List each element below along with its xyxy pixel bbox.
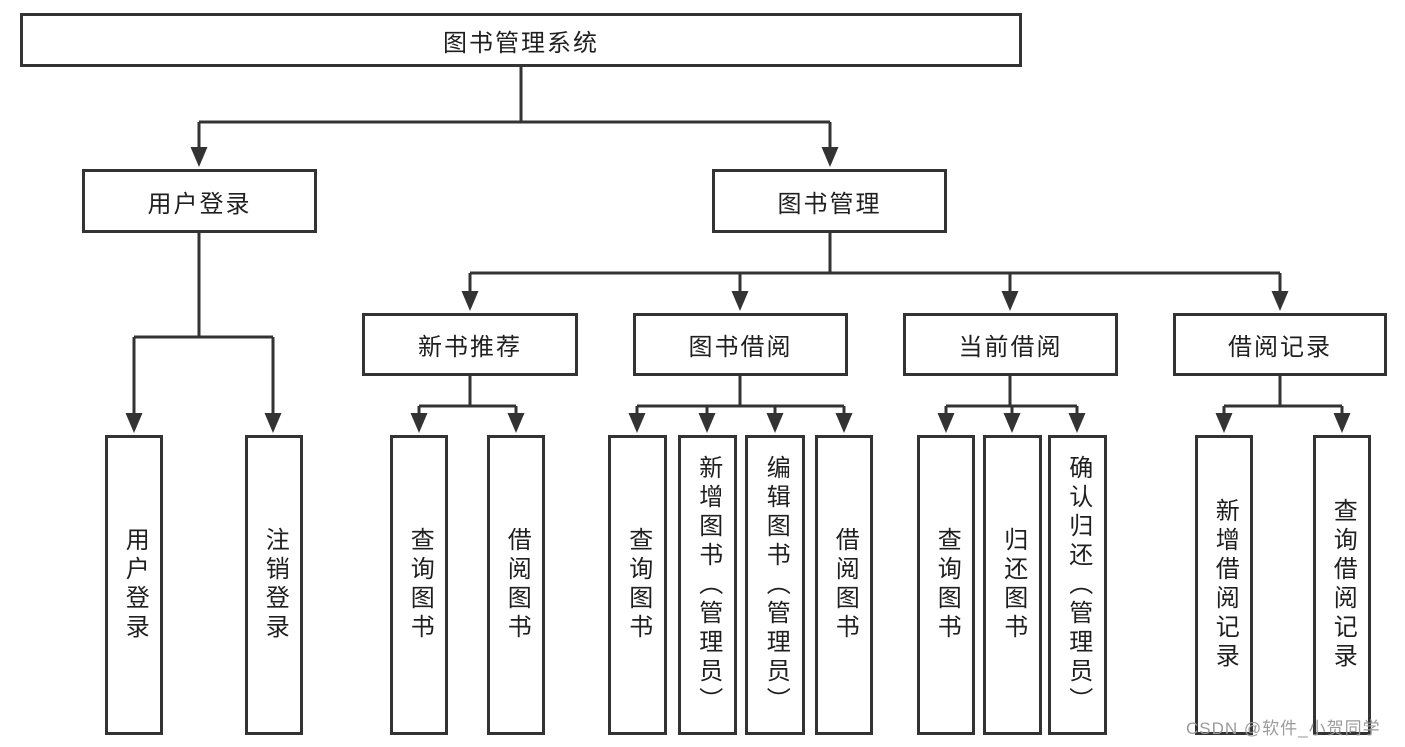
leaf-add-books-admin-label: 新增图书（管理员） xyxy=(694,454,722,716)
node-book-management-label: 图书管理 xyxy=(777,190,882,218)
node-root: 图书管理系统 xyxy=(20,13,1022,67)
node-borrow-records-label: 借阅记录 xyxy=(1228,334,1332,361)
leaf-add-borrow-record-label: 新增借阅记录 xyxy=(1211,498,1239,672)
node-borrow-records: 借阅记录 xyxy=(1173,313,1387,376)
leaf-user-login-label: 用户登录 xyxy=(121,527,149,643)
leaf-add-borrow-record: 新增借阅记录 xyxy=(1195,435,1253,735)
leaf-confirm-return-admin: 确认归还（管理员） xyxy=(1048,435,1107,735)
leaf-current-query-books-label: 查询图书 xyxy=(933,527,961,643)
node-user-login-label: 用户登录 xyxy=(147,190,252,218)
leaf-borrow-books-label: 借阅图书 xyxy=(831,527,859,643)
leaf-recommend-query-books: 查询图书 xyxy=(390,435,448,735)
leaf-add-books-admin: 新增图书（管理员） xyxy=(678,435,737,735)
leaf-return-books: 归还图书 xyxy=(983,435,1042,735)
leaf-borrow-books: 借阅图书 xyxy=(815,435,873,735)
leaf-borrow-query-books: 查询图书 xyxy=(608,435,667,735)
leaf-query-borrow-record-label: 查询借阅记录 xyxy=(1329,498,1357,672)
leaf-logout-label: 注销登录 xyxy=(261,527,289,643)
leaf-recommend-borrow-books: 借阅图书 xyxy=(487,435,545,735)
node-user-login: 用户登录 xyxy=(82,169,317,233)
leaf-query-borrow-record: 查询借阅记录 xyxy=(1313,435,1371,735)
node-book-borrow-label: 图书借阅 xyxy=(688,334,793,361)
leaf-logout: 注销登录 xyxy=(245,435,303,735)
leaf-user-login: 用户登录 xyxy=(105,435,163,735)
leaf-confirm-return-admin-label: 确认归还（管理员） xyxy=(1064,454,1092,716)
node-new-book-recommend: 新书推荐 xyxy=(362,313,578,376)
node-current-borrow: 当前借阅 xyxy=(903,313,1118,376)
leaf-edit-books-admin: 编辑图书（管理员） xyxy=(745,435,805,735)
leaf-edit-books-admin-label: 编辑图书（管理员） xyxy=(762,454,790,716)
leaf-borrow-query-books-label: 查询图书 xyxy=(624,527,652,643)
node-book-management: 图书管理 xyxy=(712,169,947,233)
leaf-recommend-borrow-books-label: 借阅图书 xyxy=(503,527,531,643)
leaf-recommend-query-books-label: 查询图书 xyxy=(406,527,434,643)
leaf-current-query-books: 查询图书 xyxy=(917,435,975,735)
csdn-watermark: CSDN @软件_小贺同学 xyxy=(1186,719,1381,738)
node-book-borrow: 图书借阅 xyxy=(633,313,848,376)
node-root-label: 图书管理系统 xyxy=(443,29,599,57)
leaf-return-books-label: 归还图书 xyxy=(999,527,1027,643)
node-current-borrow-label: 当前借阅 xyxy=(958,334,1063,361)
node-new-book-recommend-label: 新书推荐 xyxy=(418,334,522,361)
